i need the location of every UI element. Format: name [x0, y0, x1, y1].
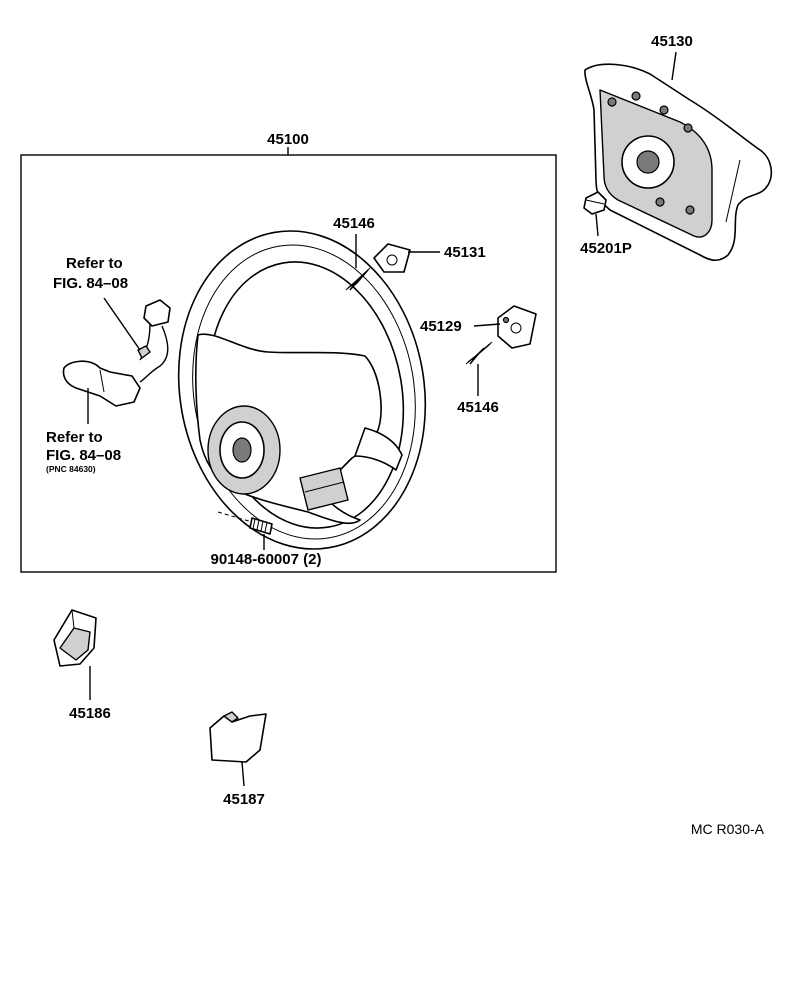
switch-harness — [62, 299, 171, 407]
cover-left-lip — [71, 609, 75, 629]
nut — [583, 191, 607, 215]
airbag-pad-bolt-3 — [659, 105, 669, 115]
steering-wheel-housing-line — [304, 481, 345, 493]
nut-body — [583, 191, 607, 215]
refer-upper-line2: FIG. 84–08 — [53, 275, 128, 292]
clip-lower — [497, 305, 537, 349]
clip-upper — [373, 243, 411, 273]
clip-lower-leader — [473, 323, 501, 327]
spring-upper-axis — [345, 267, 371, 291]
steering-wheel-rim-edge — [192, 244, 416, 540]
spring-lower-label: 45146 — [457, 399, 499, 416]
airbag-pad-label: 45130 — [651, 33, 693, 50]
screw-body — [249, 517, 273, 535]
screw — [217, 511, 273, 535]
airbag-pad-leader — [671, 51, 677, 81]
cover-right-tab — [223, 711, 239, 723]
switch-seam — [99, 369, 105, 393]
airbag-pad-inflator-core — [636, 150, 660, 174]
clip-lower-hole — [510, 322, 522, 334]
steering-wheel-spoke-right — [354, 427, 403, 471]
refer-lower-line1: Refer to — [46, 429, 103, 446]
airbag-pad-bolt-4 — [683, 123, 693, 133]
cover-right-body — [209, 713, 267, 763]
airbag-pad-edge — [725, 159, 741, 223]
steering-wheel — [177, 230, 427, 550]
cover-right — [209, 711, 267, 763]
refer-lower-line2: FIG. 84–08 — [46, 447, 121, 464]
clip-upper-hole — [386, 254, 398, 266]
airbag-pad — [584, 63, 773, 262]
nut-flat — [585, 199, 605, 205]
cover-right-leader — [241, 761, 245, 787]
spring-upper — [345, 267, 371, 291]
figure-code: MC R030-A — [691, 821, 765, 837]
spring-lower-axis — [465, 341, 493, 365]
connector-bolt — [137, 345, 151, 359]
clip-lower-label: 45129 — [420, 318, 462, 335]
assembly-label: 45100 — [267, 131, 309, 148]
spring-lower — [465, 341, 493, 365]
nut-leader — [595, 213, 599, 237]
cover-left-label: 45186 — [69, 705, 111, 722]
airbag-pad-bolt-2 — [631, 91, 641, 101]
nut-label: 45201P — [580, 240, 632, 257]
harness-wire — [139, 325, 169, 383]
switch-body — [62, 360, 141, 407]
refer-upper-leader — [103, 297, 141, 351]
clip-lower-body — [497, 305, 537, 349]
refer-lower-line3: (PNC 84630) — [46, 464, 96, 474]
steering-wheel-lower-housing — [299, 467, 349, 511]
screw-thread — [252, 518, 268, 533]
cover-left — [53, 609, 97, 667]
spring-upper-label: 45146 — [333, 215, 375, 232]
airbag-pad-bolt-6 — [655, 197, 665, 207]
steering-wheel-boss-core — [232, 437, 252, 463]
cover-right-label: 45187 — [223, 791, 265, 808]
cover-left-face — [59, 627, 91, 661]
connector-upper — [143, 299, 171, 327]
spring-upper-coil — [347, 269, 369, 291]
clip-lower-dot — [502, 316, 510, 324]
refer-upper-line1: Refer to — [66, 255, 123, 272]
screw-label: 90148-60007 (2) — [211, 551, 322, 568]
screw-dash — [217, 511, 253, 523]
clip-upper-body — [373, 243, 411, 273]
airbag-pad-bolt-1 — [607, 97, 617, 107]
airbag-pad-bolt-5 — [685, 205, 695, 215]
clip-upper-label: 45131 — [444, 244, 486, 261]
